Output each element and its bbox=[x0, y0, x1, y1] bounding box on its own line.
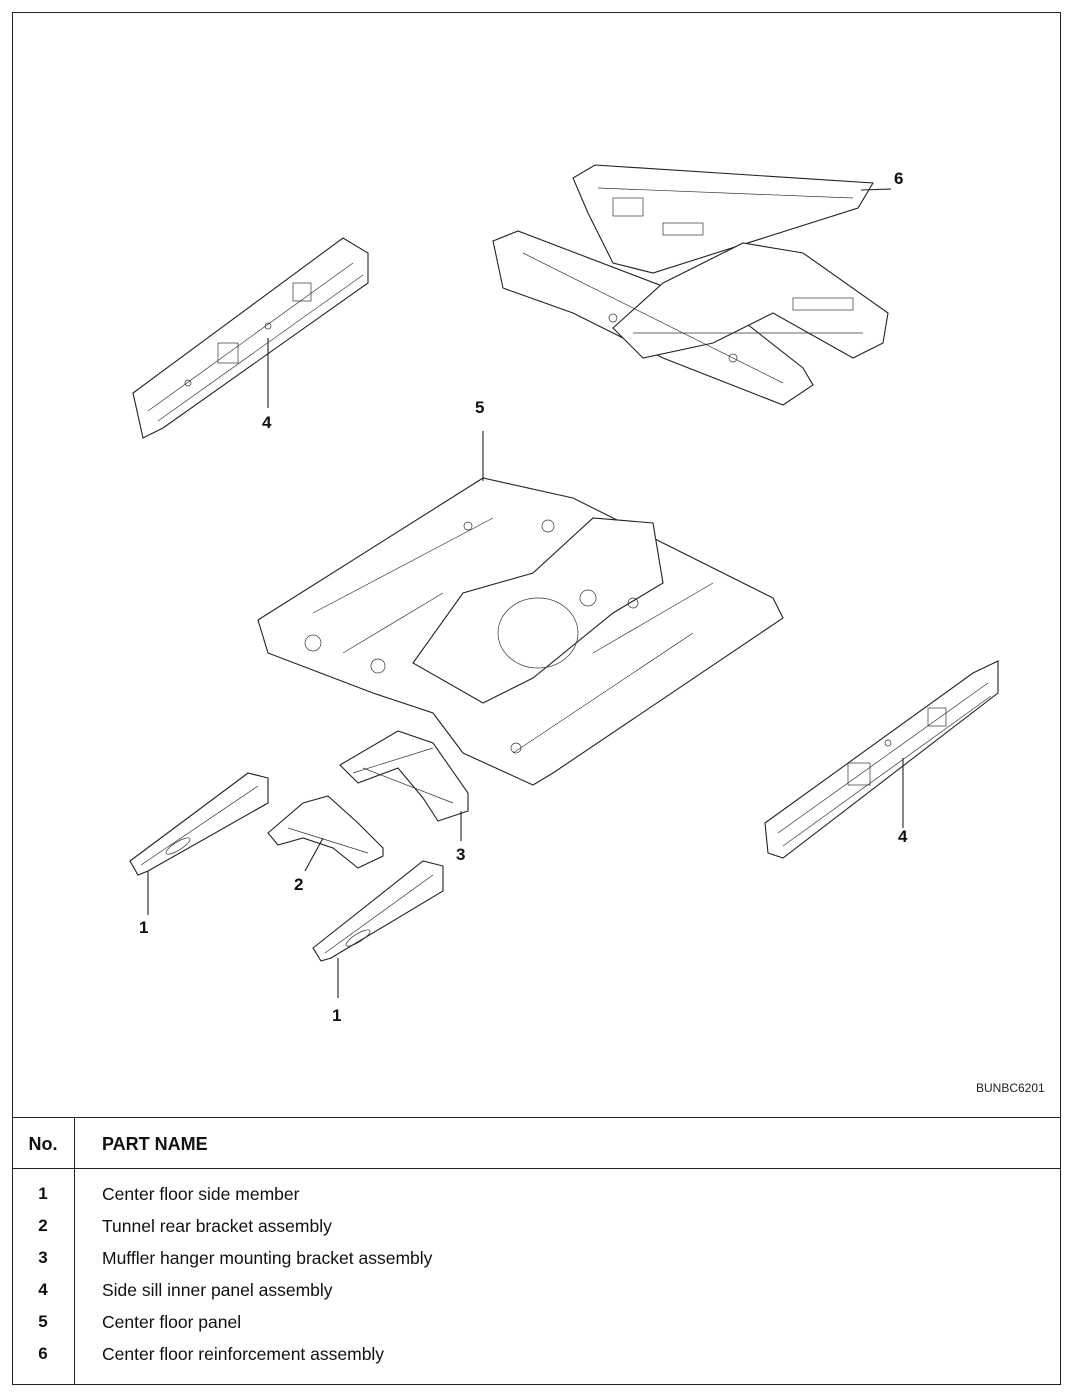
row-no: 2 bbox=[38, 1216, 48, 1235]
header-no: No. bbox=[28, 1134, 58, 1154]
table-row: 6 Center floor reinforcement assembly bbox=[12, 1344, 1061, 1376]
part-1-side-member-left-drawing bbox=[129, 772, 269, 915]
row-no: 4 bbox=[38, 1280, 48, 1299]
table-row: 1 Center floor side member bbox=[12, 1184, 1061, 1216]
callout-2: 2 bbox=[294, 875, 304, 894]
table-header-divider bbox=[12, 1168, 1061, 1169]
row-part-name: Center floor side member bbox=[102, 1184, 300, 1204]
row-no: 5 bbox=[38, 1312, 48, 1331]
part-3-muffler-bracket-drawing bbox=[339, 730, 469, 841]
part-4-side-sill-lower-drawing bbox=[764, 660, 999, 859]
row-no: 3 bbox=[38, 1248, 48, 1267]
row-part-name: Center floor panel bbox=[102, 1312, 242, 1332]
header-part-name: PART NAME bbox=[102, 1134, 208, 1154]
diagram-frame bbox=[12, 12, 1061, 1385]
parts-table: No. PART NAME 1 Center floor side member… bbox=[12, 1117, 1061, 1385]
row-no: 6 bbox=[38, 1344, 48, 1363]
callout-3: 3 bbox=[456, 845, 466, 864]
row-part-name: Tunnel rear bracket assembly bbox=[102, 1216, 332, 1236]
table-row: 3 Muffler hanger mounting bracket assemb… bbox=[12, 1248, 1061, 1280]
callout-6: 6 bbox=[894, 169, 904, 188]
row-part-name: Center floor reinforcement assembly bbox=[102, 1344, 385, 1364]
callout-4-lower: 4 bbox=[898, 827, 908, 846]
callout-1-left: 1 bbox=[139, 918, 149, 937]
part-6-reinforcement-drawing bbox=[492, 164, 892, 406]
row-no: 1 bbox=[38, 1184, 48, 1203]
table-column-divider bbox=[74, 1117, 75, 1385]
part-1-side-member-right-drawing bbox=[312, 860, 444, 998]
exploded-parts-illustration bbox=[129, 164, 999, 998]
row-part-name: Side sill inner panel assembly bbox=[102, 1280, 333, 1300]
callout-5: 5 bbox=[475, 398, 485, 417]
part-4-side-sill-upper-drawing bbox=[132, 237, 369, 439]
callout-1-lower: 1 bbox=[332, 1006, 342, 1025]
part-2-tunnel-bracket-drawing bbox=[267, 795, 384, 872]
table-row: 4 Side sill inner panel assembly bbox=[12, 1280, 1061, 1312]
row-part-name: Muffler hanger mounting bracket assembly bbox=[102, 1248, 433, 1268]
part-5-floor-panel-drawing bbox=[257, 431, 784, 786]
table-row: 2 Tunnel rear bracket assembly bbox=[12, 1216, 1061, 1248]
table-top-border bbox=[12, 1117, 1061, 1118]
figure-code: BUNBC6201 bbox=[976, 1081, 1045, 1095]
callout-4-upper: 4 bbox=[262, 413, 272, 432]
table-row: 5 Center floor panel bbox=[12, 1312, 1061, 1344]
